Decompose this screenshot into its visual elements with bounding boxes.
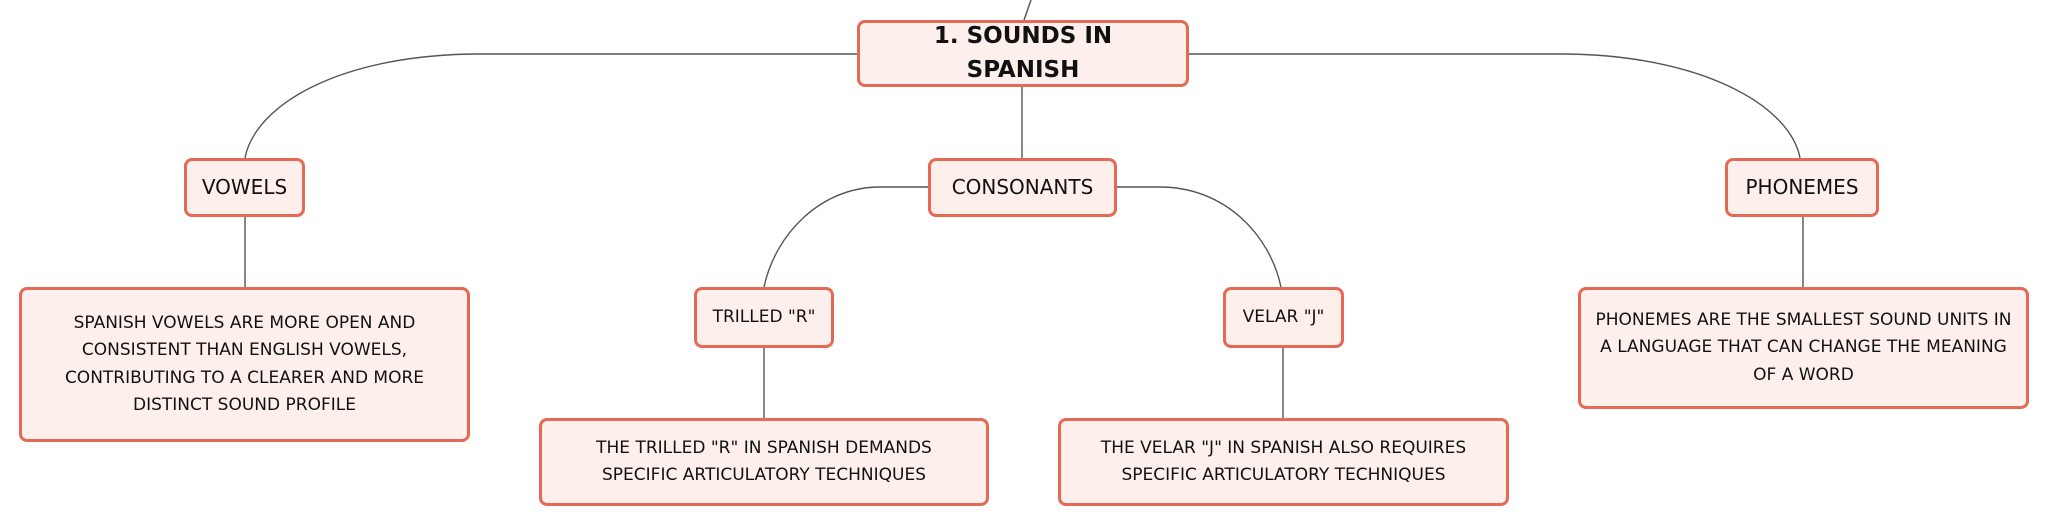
trilled-r-node-label: TRILLED "R" bbox=[712, 307, 816, 328]
velar-j-description-node[interactable]: THE VELAR "J" IN SPANISH ALSO REQUIRES S… bbox=[1058, 418, 1509, 506]
connector-consonants-to-velar-j bbox=[1116, 186, 1282, 288]
connector-root-to-phonemes bbox=[1189, 53, 1801, 159]
consonants-node-label: CONSONANTS bbox=[951, 175, 1094, 199]
vowels-description-node[interactable]: SPANISH VOWELS ARE MORE OPEN AND CONSIST… bbox=[19, 287, 470, 442]
velar-j-description-text: THE VELAR "J" IN SPANISH ALSO REQUIRES S… bbox=[1100, 437, 1467, 485]
root-node[interactable]: 1. SOUNDS IN SPANISH bbox=[857, 20, 1189, 87]
connector-consonants-to-trilled-r bbox=[763, 186, 930, 288]
vowels-node[interactable]: VOWELS bbox=[184, 158, 305, 217]
root-node-label: 1. SOUNDS IN SPANISH bbox=[933, 23, 1113, 83]
velar-j-node-label: VELAR "J" bbox=[1242, 307, 1325, 328]
trilled-r-description-text: THE TRILLED "R" IN SPANISH DEMANDS SPECI… bbox=[596, 437, 932, 485]
connector-parent-to-root bbox=[1023, 0, 1032, 21]
trilled-r-node[interactable]: TRILLED "R" bbox=[694, 287, 834, 348]
phonemes-description-text: PHONEMES ARE THE SMALLEST SOUND UNITS IN… bbox=[1595, 310, 2012, 385]
connector-root-to-vowels bbox=[244, 53, 857, 159]
vowels-description-text: SPANISH VOWELS ARE MORE OPEN AND CONSIST… bbox=[64, 313, 425, 415]
phonemes-node-label: PHONEMES bbox=[1745, 175, 1859, 199]
vowels-node-label: VOWELS bbox=[201, 175, 288, 199]
phonemes-description-node[interactable]: PHONEMES ARE THE SMALLEST SOUND UNITS IN… bbox=[1578, 287, 2029, 409]
phonemes-node[interactable]: PHONEMES bbox=[1725, 158, 1879, 217]
consonants-node[interactable]: CONSONANTS bbox=[928, 158, 1117, 217]
trilled-r-description-node[interactable]: THE TRILLED "R" IN SPANISH DEMANDS SPECI… bbox=[539, 418, 989, 506]
velar-j-node[interactable]: VELAR "J" bbox=[1223, 287, 1344, 348]
